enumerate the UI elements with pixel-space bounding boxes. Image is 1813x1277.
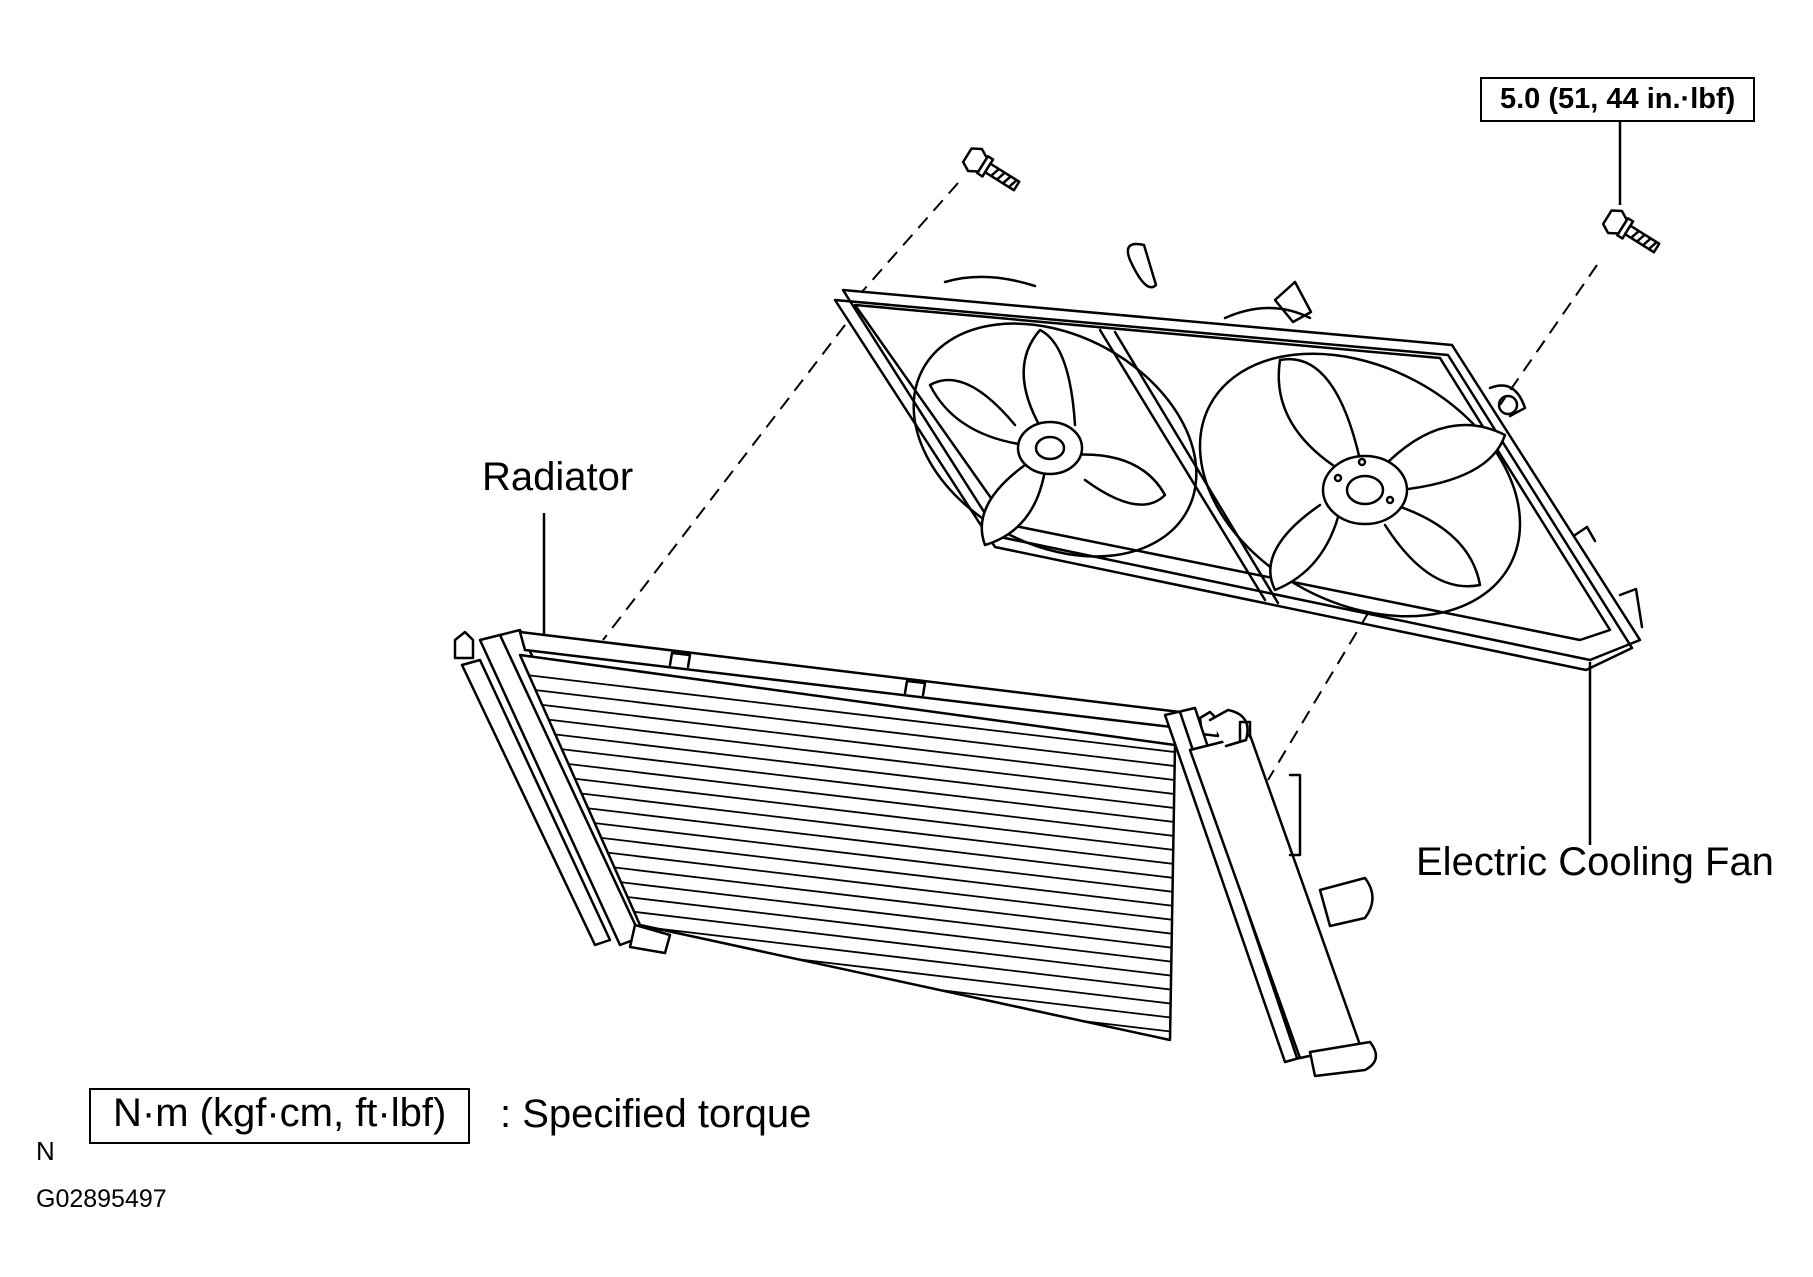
torque-spec-value: 5.0 (51, 44 in.·lbf) — [1500, 83, 1736, 115]
fan-blade-icon — [928, 328, 1167, 547]
leader-lines — [542, 120, 1622, 845]
corner-mark: N — [36, 1136, 55, 1166]
legend-unit-text: N·m (kgf·cm, ft·lbf) — [113, 1091, 447, 1135]
legend-unit-box: N·m (kgf·cm, ft·lbf) — [89, 1088, 471, 1144]
alignment-lines — [602, 182, 1598, 781]
bolt-icon — [1601, 209, 1661, 254]
legend-description: : Specified torque — [500, 1092, 812, 1136]
radiator-label: Radiator — [482, 455, 634, 499]
figure-id: G02895497 — [36, 1185, 167, 1213]
torque-spec-box: 5.0 (51, 44 in.·lbf) — [1480, 77, 1756, 122]
electric-cooling-fan-drawing — [833, 242, 1644, 672]
fan-blade-icon — [1269, 357, 1507, 592]
electric-cooling-fan-label: Electric Cooling Fan — [1416, 840, 1774, 884]
bolt-icon — [961, 147, 1021, 192]
radiator-drawing — [453, 628, 1378, 1078]
